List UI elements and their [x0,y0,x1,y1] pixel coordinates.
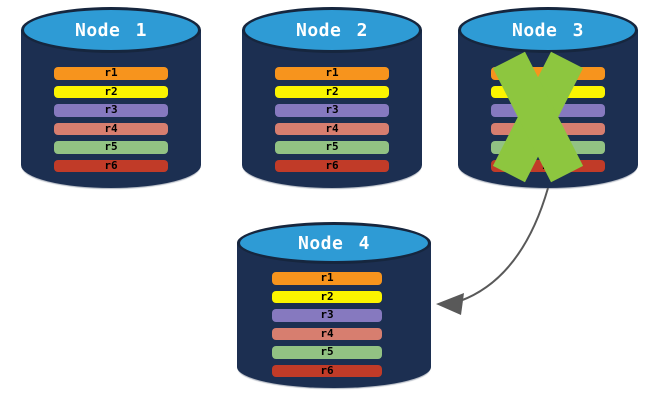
cylinder-top: Node 3 [458,7,638,53]
node-2-cylinder: Node 2 r1 r2 r3 r4 r5 r6 [242,7,422,188]
replica-rows: r1 r2 r3 r4 r5 r6 [272,272,382,377]
replica-row-r6: r6 [275,159,389,172]
replica-row-r6: r6 [491,159,605,172]
replica-row-r2: r2 [491,85,605,98]
replica-row-r5: r5 [275,141,389,154]
replica-row-r3: r3 [491,104,605,117]
replica-rows: r1 r2 r3 r4 r5 r6 [275,67,389,172]
node-3-cylinder-failed: Node 3 r1 r2 r3 r4 r5 r6 [458,7,638,188]
replica-rows: r1 r2 r3 r4 r5 r6 [491,67,605,172]
arrow-curve [459,187,549,302]
replica-row-r1: r1 [275,67,389,80]
replica-row-r4: r4 [54,122,168,135]
replica-row-r2: r2 [275,85,389,98]
replica-row-r3: r3 [275,104,389,117]
node-title: Node 4 [297,232,371,254]
replica-row-r4: r4 [272,327,382,340]
node-4-cylinder: Node 4 r1 r2 r3 r4 r5 r6 [237,222,431,388]
replica-row-r3: r3 [54,104,168,117]
replica-row-r1: r1 [491,67,605,80]
node-title: Node 3 [511,19,585,41]
cylinder-top: Node 2 [242,7,422,53]
replica-row-r5: r5 [491,141,605,154]
replica-row-r2: r2 [54,85,168,98]
cylinder-top: Node 1 [21,7,201,53]
arrow-head-icon [436,293,464,315]
replica-row-r5: r5 [54,141,168,154]
replica-row-r1: r1 [272,272,382,285]
replica-row-r4: r4 [491,122,605,135]
replica-rows: r1 r2 r3 r4 r5 r6 [54,67,168,172]
cylinder-top: Node 4 [237,222,431,264]
replica-row-r3: r3 [272,309,382,322]
node-1-cylinder: Node 1 r1 r2 r3 r4 r5 r6 [21,7,201,188]
replica-row-r6: r6 [272,364,382,377]
replica-row-r5: r5 [272,346,382,359]
node-title: Node 1 [74,19,148,41]
node-title: Node 2 [295,19,369,41]
replica-row-r2: r2 [272,290,382,303]
replica-row-r4: r4 [275,122,389,135]
replica-row-r1: r1 [54,67,168,80]
replica-row-r6: r6 [54,159,168,172]
